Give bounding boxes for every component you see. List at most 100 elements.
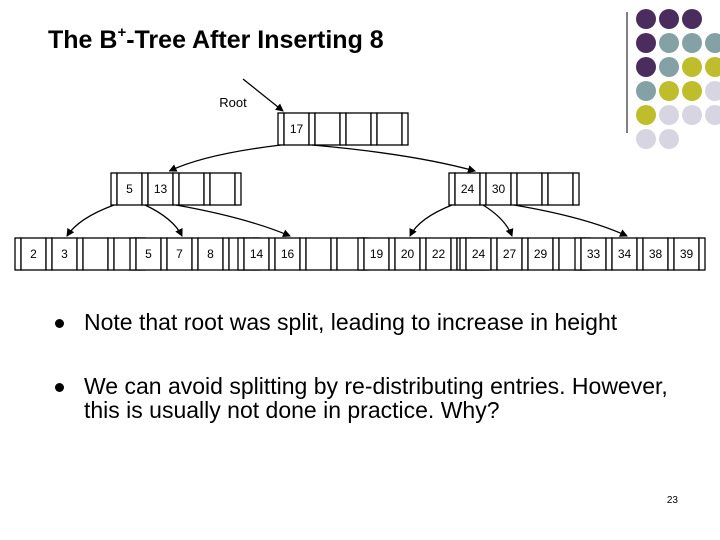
key-cell <box>611 237 638 271</box>
key-label: 27 <box>503 247 517 261</box>
pointer-arrow <box>513 204 628 237</box>
key-label: 7 <box>176 247 183 261</box>
key-cell <box>20 237 47 271</box>
decorative-dot <box>705 81 720 101</box>
key-label: 39 <box>680 247 694 261</box>
key-cell <box>363 237 390 271</box>
pointer-cell <box>667 237 675 271</box>
decorative-dot <box>659 129 679 149</box>
decorative-dot <box>705 57 720 77</box>
decorative-dot <box>636 57 656 77</box>
pointer-cell <box>388 237 396 271</box>
decorative-dot <box>659 57 679 77</box>
decorative-dot <box>682 105 702 125</box>
key-cell <box>527 237 554 271</box>
pointer-cell <box>191 237 199 271</box>
key-cell <box>243 237 270 271</box>
bullet-dot-icon <box>55 319 64 328</box>
key-label: 2 <box>30 247 37 261</box>
pointer-cell <box>370 112 378 146</box>
pointer-cell <box>129 237 137 271</box>
decorative-dot <box>682 33 702 53</box>
key-label: 16 <box>281 247 295 261</box>
pointer-cell <box>299 237 307 271</box>
decorative-dot <box>636 105 656 125</box>
bullet-text: Note that root was split, leading to inc… <box>84 309 618 335</box>
key-cell <box>274 237 301 271</box>
pointer-arrow <box>144 204 183 237</box>
key-cell <box>135 237 162 271</box>
pointer-cell <box>401 112 409 146</box>
leaf-node: 24 27 29 <box>459 237 591 271</box>
key-cell <box>147 172 174 206</box>
key-label: 29 <box>534 247 548 261</box>
pointer-cell <box>459 237 467 271</box>
title-superscript: + <box>117 24 127 41</box>
pointer-cell <box>14 237 22 271</box>
decorative-dot <box>705 33 720 53</box>
key-label: 5 <box>126 182 133 196</box>
decorative-dot <box>659 81 679 101</box>
pointer-cell <box>308 112 316 146</box>
pointer-cell <box>357 237 365 271</box>
key-cell <box>673 237 700 271</box>
key-cell <box>345 112 372 146</box>
decorative-dot <box>636 9 656 29</box>
bullet-text: We can avoid splitting by re-distributin… <box>84 373 668 423</box>
key-cell <box>496 237 523 271</box>
key-cell <box>642 237 669 271</box>
decorative-dot <box>682 9 702 29</box>
decorative-dot <box>636 129 656 149</box>
decorative-dot <box>636 33 656 53</box>
pointer-cell <box>479 172 487 206</box>
key-label: 24 <box>472 247 486 261</box>
pointer-cell <box>237 237 245 271</box>
key-cell <box>314 112 341 146</box>
internal-node: 24 30 <box>448 172 580 206</box>
key-label: 17 <box>290 122 304 136</box>
pointer-cell <box>510 172 518 206</box>
pointer-cell <box>45 237 53 271</box>
pointer-cell <box>490 237 498 271</box>
key-label: 14 <box>250 247 264 261</box>
key-cell <box>454 172 481 206</box>
key-label: 20 <box>401 247 415 261</box>
pointer-cell <box>541 172 549 206</box>
pointer-cell <box>234 172 242 206</box>
pointer-arrow <box>482 204 514 237</box>
key-label: 30 <box>492 182 506 196</box>
pointer-cell <box>330 237 338 271</box>
key-label: 3 <box>61 247 68 261</box>
pointer-cell <box>419 237 427 271</box>
pointer-arrow <box>168 144 282 172</box>
key-label: 19 <box>370 247 384 261</box>
root-arrow <box>242 78 284 112</box>
title-rest: -Tree After Inserting 8 <box>126 26 384 54</box>
key-cell <box>116 172 143 206</box>
key-cell <box>485 172 512 206</box>
pointer-cell <box>172 172 180 206</box>
key-cell <box>394 237 421 271</box>
key-label: 24 <box>461 182 475 196</box>
pointer-cell <box>636 237 644 271</box>
pointer-cell <box>698 237 706 271</box>
key-label: 33 <box>587 247 601 261</box>
pointer-cell <box>574 237 582 271</box>
key-cell <box>209 172 236 206</box>
bullet-list: Note that root was split, leading to inc… <box>55 310 675 462</box>
bullet-item: We can avoid splitting by re-distributin… <box>55 374 675 422</box>
pointer-cell <box>277 112 285 146</box>
decorative-dot <box>636 81 656 101</box>
root-label: Root <box>219 95 247 110</box>
decorative-dot <box>659 9 679 29</box>
pointer-cell <box>160 237 168 271</box>
root-node: 17 <box>277 112 409 146</box>
pointer-cell <box>203 172 211 206</box>
key-cell <box>376 112 403 146</box>
pointer-arrow <box>175 204 291 237</box>
key-cell <box>178 172 205 206</box>
pointer-cell <box>110 172 118 206</box>
